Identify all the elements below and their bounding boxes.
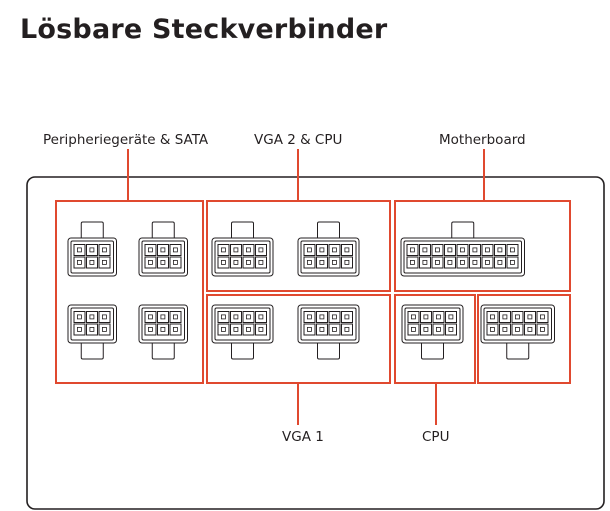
page-title: Lösbare Steckverbinder xyxy=(20,14,388,45)
label-motherboard: Motherboard xyxy=(439,132,526,148)
vga1-connector-2[interactable] xyxy=(297,304,360,360)
vga2-cpu-connector-1[interactable] xyxy=(211,221,274,277)
peripheral-connector-3[interactable] xyxy=(67,304,117,360)
peripheral-connector-1[interactable] xyxy=(67,221,117,277)
vga1-connector-1[interactable] xyxy=(211,304,274,360)
peripheral-connector-2[interactable] xyxy=(138,221,188,277)
label-vga2-cpu: VGA 2 & CPU xyxy=(254,132,342,148)
label-cpu: CPU xyxy=(422,429,449,445)
group-box-motherboard-bottom[interactable] xyxy=(477,294,571,384)
group-box-peripheral[interactable] xyxy=(55,200,204,384)
cpu-connector[interactable] xyxy=(401,304,464,360)
motherboard-connector-main[interactable] xyxy=(400,221,525,277)
label-peripheral: Peripheriegeräte & SATA xyxy=(43,132,209,148)
peripheral-connector-4[interactable] xyxy=(138,304,188,360)
motherboard-connector-aux[interactable] xyxy=(480,304,555,360)
vga2-cpu-connector-2[interactable] xyxy=(297,221,360,277)
group-box-motherboard-top[interactable] xyxy=(394,200,571,292)
label-vga1: VGA 1 xyxy=(282,429,324,445)
